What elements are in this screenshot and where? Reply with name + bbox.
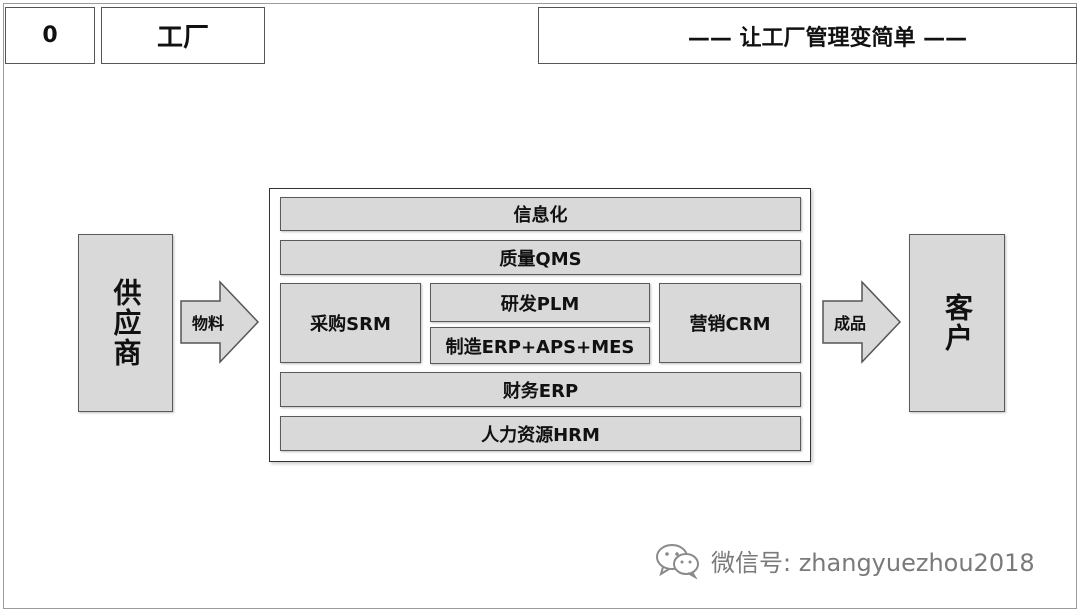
wechat-icon	[656, 544, 699, 579]
module-hrm-label: 人力资源HRM	[481, 424, 600, 446]
module-finance-label: 财务ERP	[502, 380, 579, 402]
product-label: 成品	[833, 314, 866, 333]
page-title: 工厂	[156, 23, 209, 53]
system-container: 信息化 质量QMS 采购SRM 研发PLM 制造ERP+APS+MES 营销CR…	[269, 188, 811, 462]
module-finance: 财务ERP	[280, 372, 801, 407]
arrow-right-icon	[180, 280, 260, 364]
slogan-box: —— 让工厂管理变简单 ——	[538, 7, 1077, 64]
title-box: 工厂	[101, 7, 265, 64]
module-qms-label: 质量QMS	[499, 248, 582, 270]
slide-number-box: 0	[5, 7, 95, 64]
module-info-label: 信息化	[513, 205, 568, 226]
module-plm: 研发PLM	[430, 283, 650, 322]
customer-label: 客户	[941, 293, 974, 353]
module-srm-label: 采购SRM	[310, 314, 391, 335]
supplier-box: 供应商	[78, 234, 173, 412]
slide-number: 0	[42, 23, 58, 48]
module-crm: 营销CRM	[659, 283, 801, 363]
product-arrow: 成品	[822, 280, 902, 364]
module-manufacturing-label: 制造ERP+APS+MES	[445, 336, 635, 358]
module-srm: 采购SRM	[280, 283, 421, 363]
slide-frame	[3, 3, 1077, 609]
material-label: 物料	[191, 314, 224, 333]
supplier-label: 供应商	[109, 278, 143, 368]
module-qms: 质量QMS	[280, 240, 801, 275]
module-crm-label: 营销CRM	[689, 314, 771, 335]
material-arrow: 物料	[180, 280, 260, 364]
arrow-right-icon	[822, 280, 902, 364]
watermark: 微信号: zhangyuezhou2018	[655, 540, 1035, 580]
module-manufacturing: 制造ERP+APS+MES	[430, 327, 650, 364]
module-plm-label: 研发PLM	[500, 293, 580, 315]
customer-box: 客户	[909, 234, 1005, 412]
watermark-text: 微信号: zhangyuezhou2018	[711, 548, 1035, 577]
module-hrm: 人力资源HRM	[280, 416, 801, 451]
slogan-text: —— 让工厂管理变简单 ——	[687, 25, 968, 51]
module-info: 信息化	[280, 197, 801, 231]
